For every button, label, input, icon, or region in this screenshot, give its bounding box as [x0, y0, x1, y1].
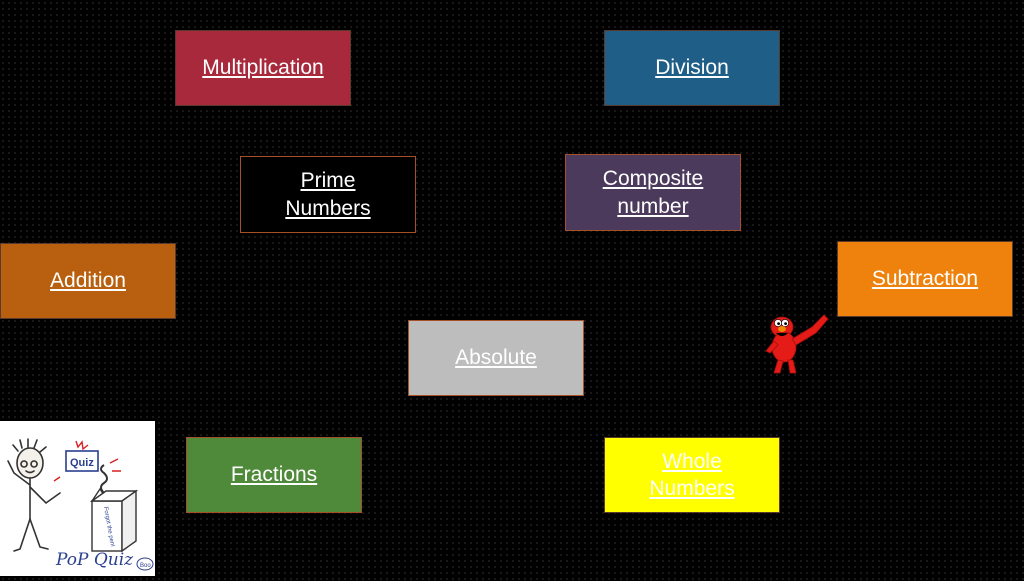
pop-quiz-title: PoP Quiz — [55, 550, 134, 570]
multiplication-tile[interactable]: Multiplication — [175, 30, 351, 106]
pop-quiz-cartoon-icon: Quiz Forgot the pen! PoP Quiz Boo — [7, 438, 154, 571]
absolute-label: Absolute — [455, 346, 537, 370]
addition-tile[interactable]: Addition — [0, 243, 176, 319]
pop-quiz-cartoon: Quiz Forgot the pen! PoP Quiz Boo — [0, 421, 155, 576]
quiz-box-label: Quiz — [70, 457, 94, 469]
composite-line-1: Composite — [602, 167, 704, 191]
division-label: Division — [655, 56, 729, 80]
composite-line-2: number — [617, 194, 689, 218]
whole-line-1: Whole — [662, 449, 722, 473]
multiplication-label: Multiplication — [202, 56, 324, 80]
pop-quiz-bubble-text: Boo — [140, 563, 151, 569]
whole-line-2: Numbers — [649, 477, 735, 500]
fractions-tile[interactable]: Fractions — [186, 437, 362, 513]
subtraction-tile[interactable]: Subtraction — [837, 241, 1013, 317]
prime-line-1: Prime — [300, 169, 356, 193]
red-furry-character-icon — [765, 314, 829, 374]
composite-number-label: Composite number — [603, 165, 703, 220]
addition-label: Addition — [50, 269, 126, 293]
subtraction-label: Subtraction — [871, 267, 979, 291]
division-tile[interactable]: Division — [604, 30, 780, 106]
absolute-tile[interactable]: Absolute — [408, 320, 584, 396]
prime-line-2: Numbers — [285, 196, 371, 220]
fractions-label: Fractions — [230, 463, 318, 487]
composite-number-tile[interactable]: Composite number — [565, 154, 741, 231]
